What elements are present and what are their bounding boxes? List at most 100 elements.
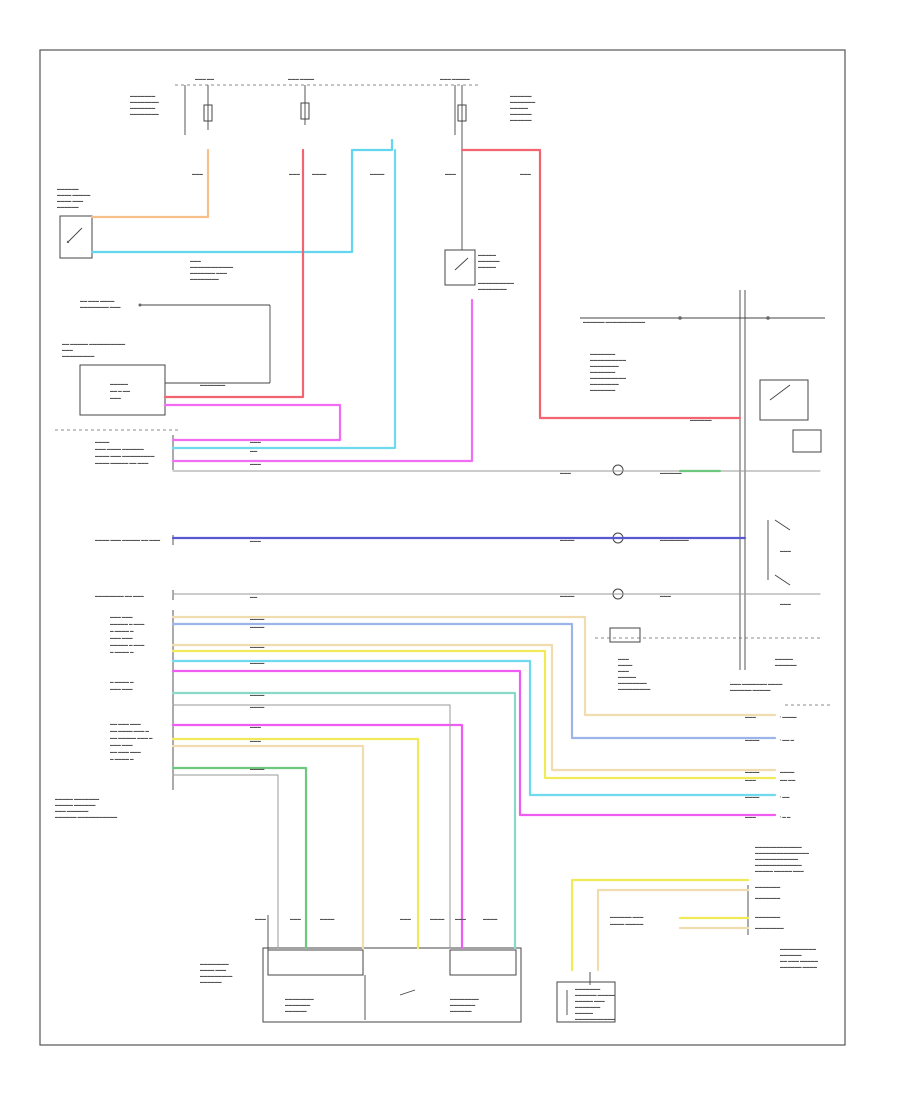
svg-text:▬▬▬: ▬▬▬ [745,715,756,719]
svg-text:▬▬▬▬ ▬▬▬: ▬▬▬▬ ▬▬▬ [57,199,84,203]
svg-text:▬▬▬▬▬▬▬▬: ▬▬▬▬▬▬▬▬ [618,681,647,685]
svg-text:▬▬ ▬▬▬▬ ▬▬▬ ▬: ▬▬ ▬▬▬▬ ▬▬▬ ▬ [110,729,149,733]
terminal-markers: ▪ ▬▬▬▬ ▪ ▬▬ ▬ ▬▬▬▬ ▬▬ ▬▬ ▪ ▬▬ ▪ ▬ ▬ [780,715,797,819]
svg-text:▬▬▬▬▬ ▬ ▬▬▬: ▬▬▬▬▬ ▬ ▬▬▬ [110,622,145,626]
svg-text:▬▬▬▬: ▬▬▬▬ [250,625,265,629]
svg-text:▬▬▬: ▬▬▬ [660,594,671,598]
svg-text:▬▬▬▬▬▬ ▬▬▬▬▬▬▬▬▬▬▬: ▬▬▬▬▬▬ ▬▬▬▬▬▬▬▬▬▬▬ [55,815,117,819]
svg-text:▬▬▬ ▬▬▬: ▬▬▬ ▬▬▬ [110,743,133,747]
svg-text:▬▬▬▬▬▬: ▬▬▬▬▬▬ [450,1009,472,1013]
svg-text:▬▬▬▬▬▬▬▬: ▬▬▬▬▬▬▬▬ [130,112,159,116]
svg-text:▬▬▬: ▬▬▬ [250,539,261,543]
svg-text:▪ ▬▬: ▪ ▬▬ [780,795,790,799]
svg-text:▬▬▬: ▬▬▬ [560,471,571,475]
svg-text:▬▬ ▬▬▬ ▬▬▬: ▬▬ ▬▬▬ ▬▬▬ [110,722,141,726]
svg-text:▪ ▬ ▬: ▪ ▬ ▬ [780,815,791,819]
wire-yellow-tcm [570,878,750,972]
svg-text:▬▬▬▬▬▬▬▬: ▬▬▬▬▬▬▬▬ [590,364,619,368]
fuse-icon [457,104,467,122]
svg-text:▬▬▬▬▬▬▬▬ ▬▬▬: ▬▬▬▬▬▬▬▬ ▬▬▬ [80,305,121,309]
svg-text:▬▬▬▬ ▬▬▬▬▬: ▬▬▬▬ ▬▬▬▬▬ [610,922,644,926]
svg-text:▬▬▬: ▬▬▬ [62,348,73,352]
fuse-icon [203,104,213,122]
ecm-pin-labels: ▬▬▬▬ ▬▬▬ ▬▬▬▬ ▬▬▬▬▬▬ ▬▬▬▬ ▬▬▬ ▬▬▬▬▬▬▬▬▬ … [55,440,160,819]
svg-text:▬▬▬ ▬▬▬▬▬▬: ▬▬▬ ▬▬▬▬▬▬ [55,809,89,813]
switch-box-left: ▬▬▬▬▬▬ ▬▬▬▬ ▬▬▬▬▬ ▬▬▬▬ ▬▬▬ ▬▬▬▬▬▬ [57,187,93,259]
svg-text:▬▬▬▬▬▬▬▬▬▬▬▬▬: ▬▬▬▬▬▬▬▬▬▬▬▬▬ [755,845,802,849]
svg-text:▬▬▬▬▬▬▬▬: ▬▬▬▬▬▬▬▬ [590,382,619,386]
fuse-block-top: ▬▬▬ ▬▬ ▬▬▬ ▬▬▬▬ ▬▬▬ ▬▬▬▬▬ ▬▬▬▬▬▬▬ ▬▬▬▬▬▬… [130,77,536,135]
svg-text:▬▬▬▬: ▬▬▬▬ [430,917,445,921]
svg-text:▬▬▬▬▬▬▬▬: ▬▬▬▬▬▬▬▬ [478,287,507,291]
svg-text:▬▬▬▬ ▬▬▬: ▬▬▬▬ ▬▬▬ [200,968,227,972]
wire-green-down [171,766,308,950]
svg-text:▬▬▬▬: ▬▬▬▬ [560,538,575,542]
sensor-switch-center: ▬▬▬▬▬ ▬▬▬▬▬▬ ▬▬▬▬▬ ▬▬▬▬▬▬▬▬▬▬ ▬▬▬▬▬▬▬▬ ▬… [190,132,514,291]
svg-text:▬▬▬ ▬▬▬▬▬: ▬▬▬ ▬▬▬▬▬ [440,77,470,81]
wire-pink [163,403,342,442]
wire-cyan [171,148,397,450]
svg-text:▬▬▬▬▬▬: ▬▬▬▬▬▬ [57,205,79,209]
svg-text:▬▬▬ ▬▬▬▬ ▬▬▬▬▬▬: ▬▬▬ ▬▬▬▬ ▬▬▬▬▬▬ [95,447,144,451]
svg-text:▬▬▬: ▬▬▬ [250,725,261,729]
svg-text:▬▬▬▬▬▬▬: ▬▬▬▬▬▬▬ [755,885,781,889]
svg-text:▬▬▬▬▬ ▬▬▬▬▬▬▬: ▬▬▬▬▬ ▬▬▬▬▬▬▬ [55,797,100,801]
svg-text:▬▬▬▬▬▬▬▬: ▬▬▬▬▬▬▬▬ [755,926,784,930]
svg-text:▬▬▬ ▬▬▬: ▬▬▬ ▬▬▬ [110,636,133,640]
svg-text:▬▬▬ ▬▬▬▬▬▬▬ ▬▬▬▬: ▬▬▬ ▬▬▬▬▬▬▬ ▬▬▬▬ [730,682,783,686]
svg-text:▬▬▬: ▬▬▬ [255,917,266,921]
svg-text:▬▬▬▬▬▬▬▬: ▬▬▬▬▬▬▬▬ [450,997,479,1001]
svg-text:▬▬▬▬▬▬▬▬: ▬▬▬▬▬▬▬▬ [200,962,229,966]
svg-text:▬▬▬▬▬ ▬▬▬▬▬ ▬▬▬: ▬▬▬▬▬ ▬▬▬▬▬ ▬▬▬ [755,869,804,873]
svg-text:▬▬▬▬▬▬: ▬▬▬▬▬▬ [510,118,532,122]
svg-text:▬▬▬▬▬▬▬: ▬▬▬▬▬▬▬ [285,1003,311,1007]
svg-text:▬▬▬▬▬▬▬: ▬▬▬▬▬▬▬ [590,370,616,374]
svg-text:▬▬▬▬▬: ▬▬▬▬▬ [510,106,528,110]
wire-tan2 [171,643,777,772]
svg-text:▬▬▬▬▬▬▬: ▬▬▬▬▬▬▬ [130,106,156,110]
svg-text:▬▬▬▬▬▬: ▬▬▬▬▬▬ [690,418,712,422]
svg-text:▬▬▬▬: ▬▬▬▬ [780,770,795,774]
wire-pink-down [171,723,464,950]
svg-text:▬▬▬▬ ▬▬▬▬▬: ▬▬▬▬ ▬▬▬▬▬ [57,193,91,197]
svg-text:▬▬▬▬▬: ▬▬▬▬▬ [775,657,793,661]
svg-text:▬▬▬: ▬▬▬ [745,815,756,819]
svg-text:▬▬▬▬▬▬▬: ▬▬▬▬▬▬▬ [590,352,616,356]
svg-text:▬▬▬: ▬▬▬ [618,669,629,673]
svg-text:▬▬▬▬: ▬▬▬▬ [745,770,760,774]
svg-text:▬▬▬▬▬▬▬▬▬▬: ▬▬▬▬▬▬▬▬▬▬ [590,376,626,380]
svg-text:▬▬▬▬▬▬▬: ▬▬▬▬▬▬▬ [590,388,616,392]
svg-text:▬▬▬▬▬▬▬▬ ▬▬ ▬▬▬: ▬▬▬▬▬▬▬▬ ▬▬ ▬▬▬ [95,594,144,598]
diagram-frame [39,49,846,1046]
svg-text:▬▬▬: ▬▬▬ [190,259,201,263]
svg-text:▬▬▬: ▬▬▬ [455,917,466,921]
svg-text:▬▬▬▬ ▬▬▬ ▬▬▬▬▬ ▬▬ ▬▬▬: ▬▬▬▬ ▬▬▬ ▬▬▬▬▬ ▬▬ ▬▬▬ [95,538,160,542]
svg-text:▬▬▬▬: ▬▬▬▬ [250,767,265,771]
svg-text:▬▬▬ ▬▬▬▬: ▬▬▬ ▬▬▬▬ [288,77,315,81]
wire-tan [171,615,777,717]
svg-text:▬▬▬: ▬▬▬ [445,172,456,176]
svg-text:▬▬▬: ▬▬▬ [400,917,411,921]
svg-text:▬▬▬: ▬▬▬ [780,549,791,553]
svg-text:▬▬ ▬▬▬▬▬ ▬▬▬ ▬: ▬▬ ▬▬▬▬▬ ▬▬▬ ▬ [110,736,153,740]
svg-text:▬ ▬▬▬▬ ▬: ▬ ▬▬▬▬ ▬ [110,650,134,654]
svg-text:▬▬▬▬▬▬ ▬▬▬▬▬▬▬▬▬▬▬: ▬▬▬▬▬▬ ▬▬▬▬▬▬▬▬▬▬▬ [583,320,645,324]
wire-light-blue [90,138,394,254]
svg-text:▬▬▬▬▬▬▬▬▬▬▬▬: ▬▬▬▬▬▬▬▬▬▬▬▬ [190,265,234,269]
svg-text:▬▬▬▬: ▬▬▬▬ [370,172,385,176]
svg-text:▬▬▬▬▬▬ ▬▬▬▬▬: ▬▬▬▬▬▬ ▬▬▬▬▬ [575,993,616,997]
throttle-body: ▬▬▬▬▬▬▬▬ ▬▬▬▬▬▬▬ ▬▬▬▬▬▬ ▬▬▬▬▬▬▬▬ ▬▬▬▬▬▬▬… [200,915,522,1023]
svg-text:▬▬▬: ▬▬▬ [250,440,261,444]
svg-text:▬▬▬▬▬▬▬: ▬▬▬▬▬▬▬ [755,896,781,900]
svg-text:▬▬▬▬▬▬▬▬▬▬▬▬: ▬▬▬▬▬▬▬▬▬▬▬▬ [755,857,799,861]
svg-text:▬▬▬▬▬: ▬▬▬▬▬ [478,265,496,269]
svg-text:▬▬▬▬▬▬▬▬▬: ▬▬▬▬▬▬▬▬▬ [62,354,95,358]
svg-text:▬▬▬▬▬▬▬: ▬▬▬▬▬▬▬ [575,987,601,991]
svg-text:▬▬▬: ▬▬▬ [110,396,121,400]
svg-text:▬▬ ▬▬▬ ▬▬▬▬: ▬▬ ▬▬▬ ▬▬▬▬ [80,299,115,303]
svg-text:▬▬▬▬▬▬: ▬▬▬▬▬▬ [510,112,532,116]
wire-red [163,148,305,399]
svg-text:▬▬▬▬: ▬▬▬▬ [250,645,265,649]
svg-text:▬▬▬▬▬▬▬: ▬▬▬▬▬▬▬ [755,915,781,919]
